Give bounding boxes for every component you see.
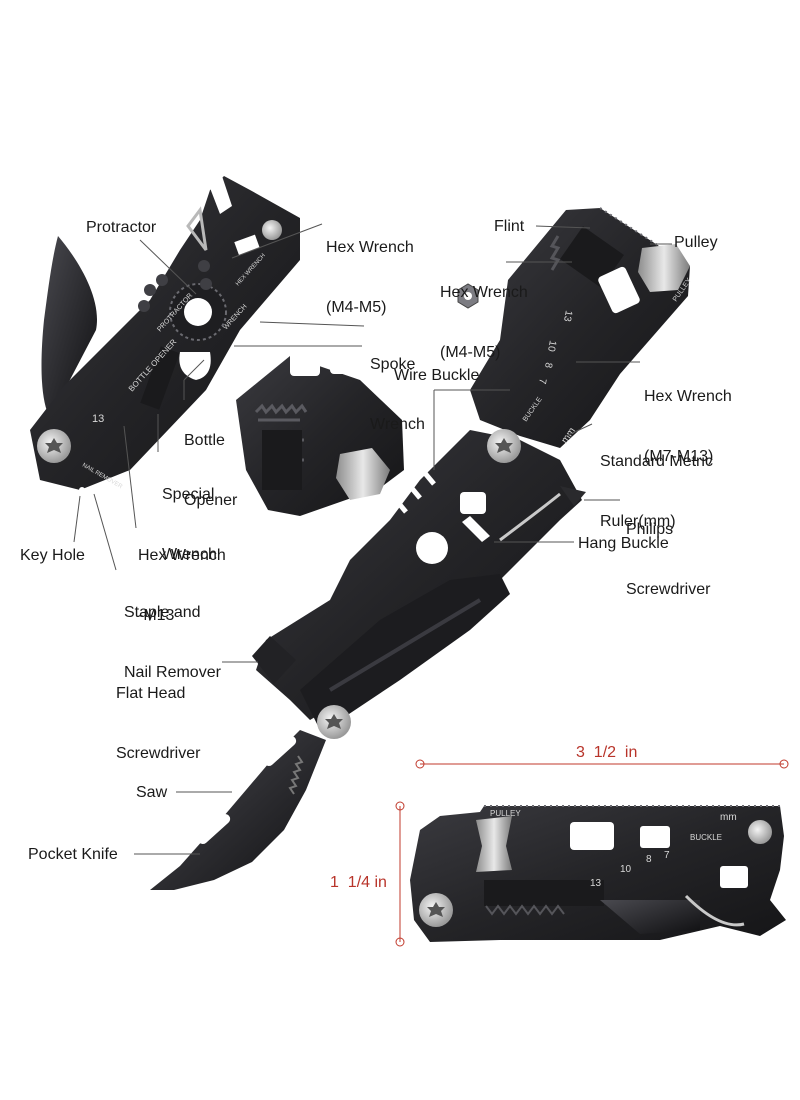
label-pulley: Pulley [674,234,718,251]
label-line: Special [162,486,215,503]
engrave-center-10: 10 [545,339,558,352]
label-pocket-knife: Pocket Knife [28,846,118,863]
width-dimension-label: 3 1/2 in [576,744,638,761]
pointer-lines [73,223,672,855]
label-line: Screwdriver [116,745,201,762]
label-hex-wrench-m4-m5-right: Hex Wrench (M4-M5) [440,243,528,383]
label-line: Bottle [184,432,225,449]
hang-buckle-wire [499,492,561,542]
label-line: Ruler(mm) [600,513,676,530]
label-saw: Saw [136,784,168,801]
left-tool: BOTTLE OPENER PROTRACTOR WRENCH HEX WREN… [30,176,404,516]
label-line: Hex Wrench [326,239,414,256]
engrave-center-7: 7 [536,377,548,385]
label-hex-wrench-m4-m5-left: Hex Wrench (M4-M5) [326,198,414,338]
engrave-folded-10: 10 [620,864,632,875]
label-line: Wrench [370,416,425,433]
center-tool: PULLEY BUCKLE mm 13 10 8 7 [150,207,693,890]
label-flint: Flint [494,218,525,235]
label-line: Philips [626,521,674,538]
label-line: Spoke [370,356,416,373]
label-wire-buckle: Wire Buckle [394,367,480,384]
label-hang-buckle: Hang Buckle [578,535,669,552]
label-protractor: Protractor [86,219,157,236]
left-pulley [336,448,390,500]
label-hex-wrench-m7-m13: Hex Wrench (M7-M13) [644,347,732,487]
folded-knife-blade [600,900,700,934]
folded-screw-right [748,820,772,844]
label-line: Opener [184,492,238,509]
label-hex-wrench-m13: Hex Wrench -M13 [138,506,226,646]
label-line: Screwdriver [626,581,711,598]
label-line: Wrench [162,546,217,563]
engrave-folded-13: 13 [590,878,602,889]
label-key-hole: Key Hole [20,547,85,564]
label-line: Nail Remover [124,664,221,681]
engrave-center-13: 13 [561,309,574,322]
label-special-wrench: Special Wrench [162,445,217,585]
left-tool-body [30,176,300,490]
pocket-knife-blade [150,730,326,890]
engrave-folded-mm: mm [720,812,737,823]
label-bottle-opener: Bottle Opener [184,391,237,531]
folded-tool: PULLEY mm BUCKLE 13 10 8 7 [410,805,786,942]
folded-pulley [476,816,512,872]
engrave-folded-buckle: BUCKLE [690,833,722,842]
label-line: -M13 [138,607,175,624]
engrave-13: 13 [92,413,104,425]
label-line: (M4-M5) [440,344,501,361]
engrave-folded-pulley: PULLEY [490,809,521,818]
label-line: Hex Wrench [440,284,528,301]
label-line: Standard Metric [600,453,713,470]
label-staple-nail-remover: Staple and Nail Remover [124,563,221,703]
label-line: Staple and [124,604,201,621]
center-pulley [638,244,690,292]
label-line: Flat Head [116,685,186,702]
engrave-folded-7: 7 [664,850,670,861]
folded-hang-buckle [684,894,745,927]
dimension-lines [395,759,789,947]
center-ruler-arm [470,208,690,448]
left-tool-teeth [254,403,308,462]
label-line: Hex Wrench [644,388,732,405]
label-spoke-wrench: Spoke Wrench [370,315,425,455]
engrave-folded-8: 8 [646,854,652,865]
center-tool-body [256,430,582,720]
label-line: (M4-M5) [326,299,387,316]
label-philips-screwdriver: Philips Screwdriver [626,480,710,620]
label-line: (M7-M13) [644,448,714,465]
height-dimension-label: 1 1/4 in [330,874,387,891]
label-line: Hex Wrench [138,547,226,564]
label-metric-ruler: Standard Metric Ruler(mm) [600,412,713,552]
left-knife-blade [41,236,98,418]
label-flat-head-screwdriver: Flat Head Screwdriver [116,644,200,784]
engrave-center-8: 8 [542,361,554,369]
